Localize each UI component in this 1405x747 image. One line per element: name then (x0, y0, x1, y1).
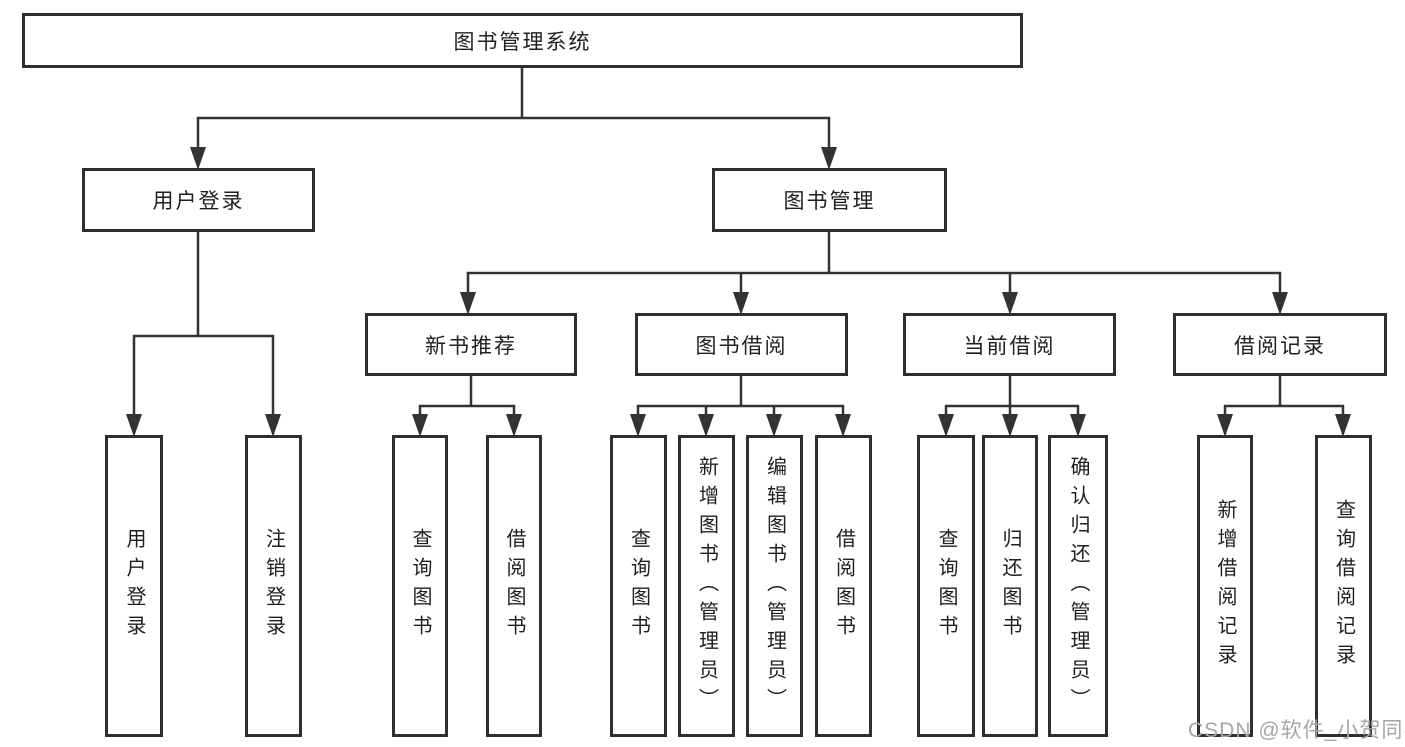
node-book-management: 图书管理 (712, 168, 947, 232)
node-label: 图书管理 (783, 190, 876, 213)
arrowhead-icon (1335, 414, 1351, 437)
node-label: 查询图书 (409, 528, 431, 644)
node-borrow-records: 借阅记录 (1173, 313, 1387, 376)
node-label: 图书借阅 (695, 334, 788, 358)
arrowhead-icon (412, 414, 428, 437)
node-new-book-recommend: 新书推荐 (365, 313, 577, 376)
arrowhead-icon (1002, 292, 1018, 315)
node-leaf-add-books-admin: 新增图书（管理员） (678, 435, 735, 737)
node-label: 用户登录 (152, 190, 245, 213)
node-label: 注销登录 (262, 528, 285, 644)
node-root-system: 图书管理系统 (22, 13, 1023, 68)
node-leaf-logout: 注销登录 (245, 435, 302, 737)
arrowhead-icon (265, 414, 281, 437)
node-leaf-recommend-query-books: 查询图书 (392, 435, 448, 737)
node-book-borrowing: 图书借阅 (635, 313, 848, 376)
node-leaf-borrowing-query-books: 查询图书 (610, 435, 667, 737)
node-label: 用户登录 (123, 528, 145, 644)
node-leaf-query-borrow-record: 查询借阅记录 (1315, 435, 1372, 737)
node-label: 当前借阅 (963, 334, 1056, 358)
node-label: 查询借阅记录 (1332, 499, 1355, 673)
arrowhead-icon (460, 292, 476, 315)
arrowhead-icon (1070, 414, 1086, 437)
node-leaf-edit-books-admin: 编辑图书（管理员） (746, 435, 803, 737)
node-current-borrowing: 当前借阅 (903, 313, 1116, 376)
node-label: 编辑图书（管理员） (763, 455, 786, 717)
node-root-label: 图书管理系统 (453, 30, 592, 54)
node-label: 借阅图书 (503, 528, 525, 644)
node-label: 新增借阅记录 (1214, 499, 1236, 673)
node-label: 借阅记录 (1234, 334, 1326, 358)
node-leaf-add-borrow-record: 新增借阅记录 (1197, 435, 1253, 737)
node-label: 借阅图书 (832, 528, 855, 644)
arrowhead-icon (506, 414, 522, 437)
node-label: 新增图书（管理员） (695, 455, 718, 717)
arrowhead-icon (1217, 414, 1233, 437)
node-leaf-user-login: 用户登录 (105, 435, 163, 737)
node-leaf-return-books: 归还图书 (982, 435, 1038, 737)
arrowhead-icon (835, 414, 851, 437)
node-leaf-current-query-books: 查询图书 (917, 435, 975, 737)
node-label: 新书推荐 (425, 334, 517, 358)
node-label: 查询图书 (935, 528, 957, 644)
arrowhead-icon (733, 292, 749, 315)
arrowhead-icon (1272, 292, 1288, 315)
node-leaf-confirm-return-admin: 确认归还（管理员） (1048, 435, 1108, 737)
arrowhead-icon (1002, 414, 1018, 437)
node-label: 确认归还（管理员） (1067, 455, 1089, 717)
node-label: 查询图书 (627, 528, 650, 644)
arrowhead-icon (126, 414, 142, 437)
arrowhead-icon (190, 147, 206, 170)
arrowhead-icon (821, 147, 837, 170)
arrowhead-icon (938, 414, 954, 437)
arrowhead-icon (698, 414, 714, 437)
arrowhead-icon (766, 414, 782, 437)
node-leaf-borrowing-borrow-books: 借阅图书 (815, 435, 872, 737)
watermark: CSDN @软件_小贺同学 (1188, 719, 1405, 742)
node-user-login: 用户登录 (82, 168, 315, 232)
node-leaf-recommend-borrow-books: 借阅图书 (486, 435, 542, 737)
node-label: 归还图书 (999, 528, 1021, 644)
arrowhead-icon (630, 414, 646, 437)
